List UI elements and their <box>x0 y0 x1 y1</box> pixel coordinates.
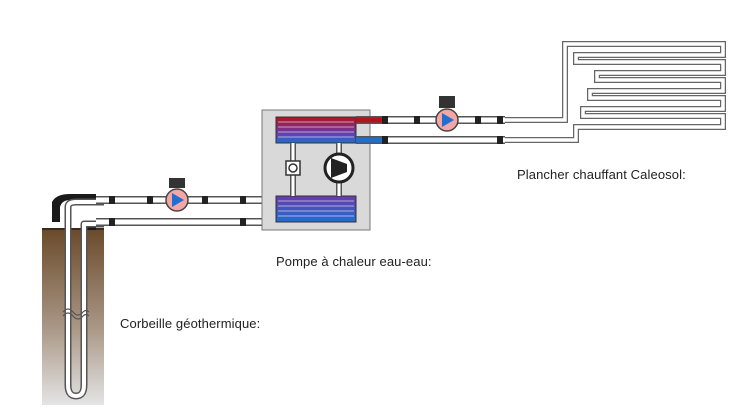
pipe-fitting <box>497 116 503 124</box>
pipe-fitting <box>240 218 246 226</box>
expansion-valve-icon <box>285 160 301 176</box>
circulation-pump-icon <box>435 96 459 132</box>
heat-pump-label: Pompe à chaleur eau-eau: <box>276 254 432 269</box>
pipe-fitting <box>475 116 481 124</box>
pipe-fitting <box>497 136 503 144</box>
heat-pump-unit <box>261 109 371 231</box>
ground-section <box>42 228 104 405</box>
pipe-fitting <box>382 116 388 124</box>
pipe-fitting <box>147 196 153 204</box>
evaporator-exchanger <box>275 195 357 223</box>
ground-probe-icon <box>52 194 104 400</box>
pipe-fitting <box>202 196 208 204</box>
source-pipes <box>96 196 262 226</box>
soil-block <box>42 229 104 405</box>
pipe-fitting <box>240 196 246 204</box>
floor-heating-label: Plancher chauffant Caleosol: <box>517 167 686 182</box>
pipe-fitting <box>414 116 420 124</box>
pipe-fitting <box>109 218 115 226</box>
condenser-exchanger <box>275 116 357 144</box>
compressor-icon <box>323 152 355 184</box>
underfloor-coil-icon <box>505 41 726 143</box>
distribution-pipes <box>356 116 505 144</box>
ground-probe-label: Corbeille géothermique: <box>120 316 261 331</box>
circulation-pump-icon <box>165 178 189 212</box>
pipe-fitting <box>109 196 115 204</box>
pipe-fitting <box>382 136 388 144</box>
